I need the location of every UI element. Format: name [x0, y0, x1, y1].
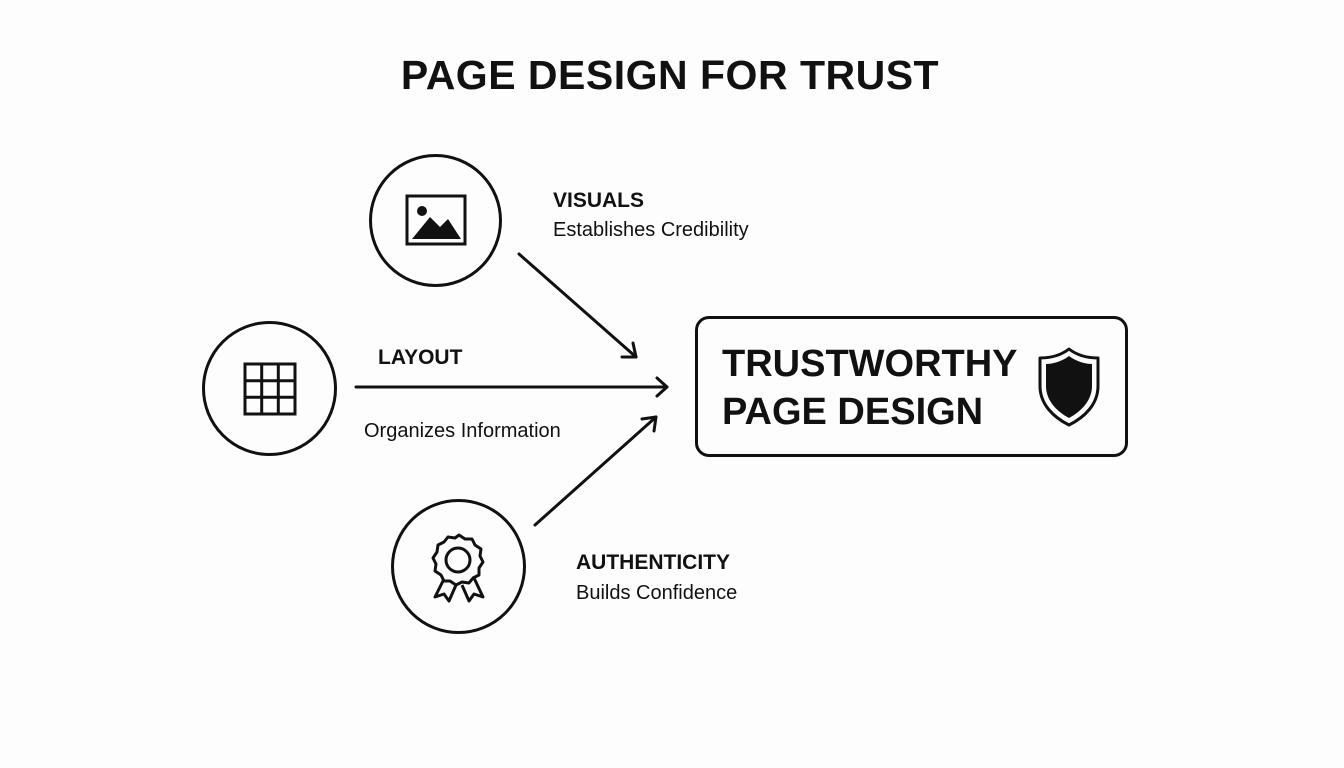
- arrow-visuals-to-result: [517, 252, 638, 359]
- authenticity-subtitle: Builds Confidence: [576, 582, 738, 604]
- layout-subtitle: Organizes Information: [364, 420, 561, 442]
- shield-icon: [1038, 347, 1100, 427]
- authenticity-title: AUTHENTICITY: [576, 551, 730, 574]
- visuals-node: [369, 154, 502, 287]
- authenticity-node: [391, 499, 526, 634]
- image-icon: [405, 194, 466, 245]
- award-badge-icon: [431, 533, 484, 602]
- layout-title: LAYOUT: [378, 346, 463, 369]
- visuals-title: VISUALS: [553, 189, 645, 212]
- result-line-1: TRUSTWORTHY: [722, 343, 1018, 385]
- arrow-layout-to-result: [354, 376, 669, 398]
- result-line-2: PAGE DESIGN: [722, 391, 984, 433]
- trustworthy-page-design-box: TRUSTWORTHY PAGE DESIGN: [695, 316, 1128, 457]
- arrow-authenticity-to-result: [533, 415, 658, 527]
- grid-icon: [243, 362, 296, 415]
- diagram-title: PAGE DESIGN FOR TRUST: [400, 52, 940, 98]
- visuals-subtitle: Establishes Credibility: [553, 219, 749, 241]
- layout-node: [202, 321, 337, 456]
